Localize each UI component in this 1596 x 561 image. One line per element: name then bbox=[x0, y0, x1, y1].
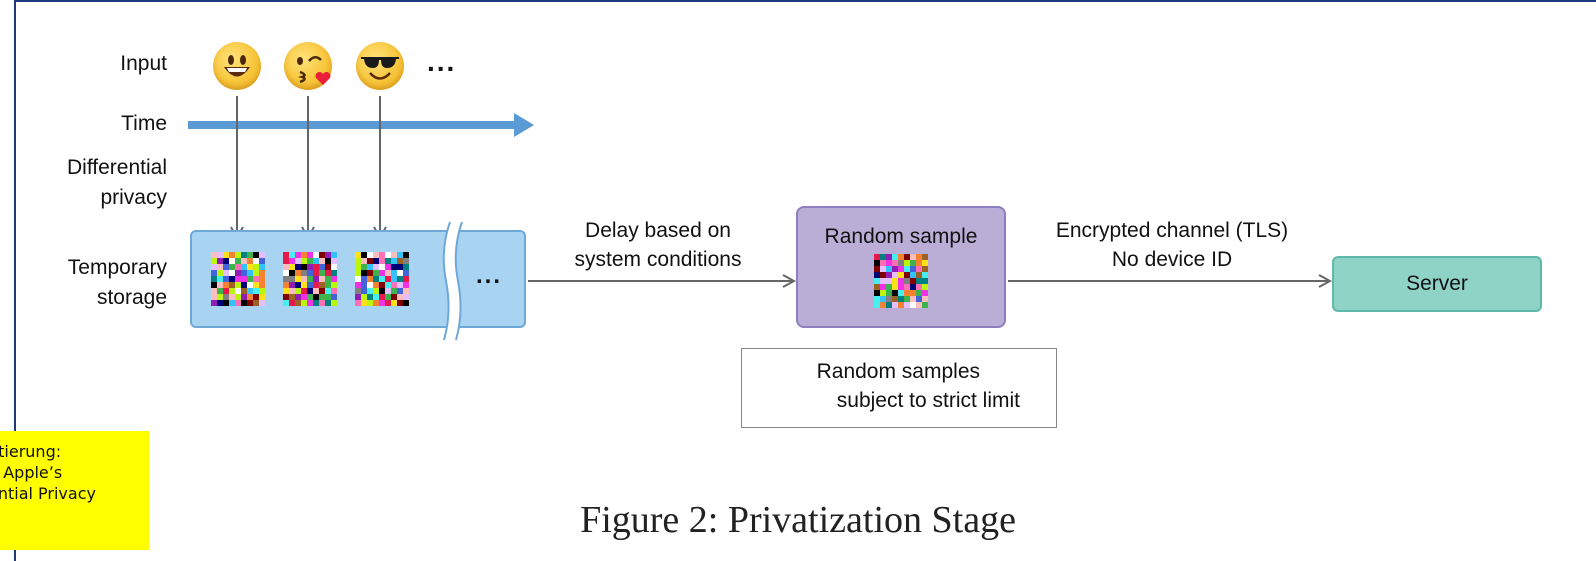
differential-privacy-label-line2: privacy bbox=[100, 186, 167, 209]
random-sample-box: Random sample bbox=[796, 206, 1006, 328]
temporary-storage-box: ... bbox=[190, 230, 526, 328]
face-blowing-kiss-icon bbox=[284, 42, 332, 90]
delay-label-line1: Delay based on bbox=[585, 219, 731, 242]
figure-caption: Figure 2: Privatization Stage bbox=[580, 499, 1016, 541]
strict-limit-line1: Random samples bbox=[816, 360, 980, 383]
slide-frame bbox=[14, 0, 1596, 561]
channel-label-line2: No device ID bbox=[1111, 248, 1233, 271]
noisy-data-mosaic bbox=[355, 252, 409, 306]
yellow-annotation-note: ntierung: n Apple’s ential Privacy bbox=[0, 431, 149, 550]
input-row-label: Input bbox=[120, 52, 167, 75]
delay-label-line2: system conditions bbox=[574, 248, 742, 271]
random-sample-title: Random sample bbox=[824, 225, 978, 248]
time-row-label: Time bbox=[121, 112, 167, 135]
channel-label-line1: Encrypted channel (TLS) bbox=[1055, 219, 1289, 242]
noisy-data-mosaic bbox=[283, 252, 337, 306]
temporary-storage-label-line2: storage bbox=[96, 286, 167, 309]
smiling-face-with-sunglasses-icon bbox=[356, 42, 404, 90]
note-line2: n Apple’s bbox=[0, 463, 63, 482]
server-box: Server bbox=[1332, 256, 1542, 312]
note-line3: ential Privacy bbox=[0, 484, 96, 503]
strict-limit-box: Random samples subject to strict limit bbox=[741, 348, 1057, 428]
input-ellipsis: ... bbox=[427, 46, 457, 77]
temporary-storage-label-line1: Temporary bbox=[67, 256, 167, 279]
differential-privacy-label-line1: Differential bbox=[67, 156, 167, 179]
grinning-face-icon bbox=[213, 42, 261, 90]
noisy-data-mosaic bbox=[874, 254, 928, 308]
time-arrow-head bbox=[514, 113, 534, 137]
strict-limit-line2: subject to strict limit bbox=[836, 389, 1020, 412]
noisy-data-mosaic bbox=[211, 252, 265, 306]
note-line1: ntierung: bbox=[0, 442, 62, 461]
storage-ellipsis: ... bbox=[476, 262, 503, 289]
server-label: Server bbox=[1406, 272, 1468, 295]
